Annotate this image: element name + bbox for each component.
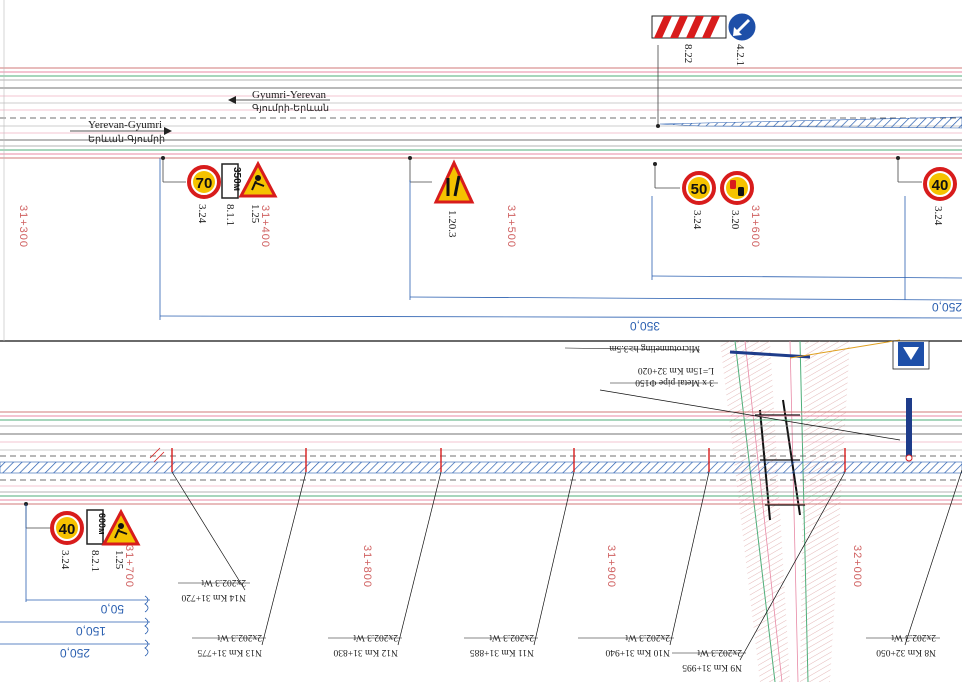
dir-upper-line2: Գյումրի-Երևան <box>252 103 329 114</box>
svg-text:2x202.3 Wt: 2x202.3 Wt <box>201 577 246 587</box>
station-31-700: 31+700 <box>123 545 135 588</box>
svg-text:N9 Km 31+995: N9 Km 31+995 <box>682 662 742 672</box>
svg-text:N11 Km 31+885: N11 Km 31+885 <box>470 647 534 657</box>
station-32-000: 32+000 <box>851 545 863 588</box>
bottom-road <box>0 398 962 505</box>
crossing-road <box>720 339 901 682</box>
dim-350: 350,0 <box>630 319 660 333</box>
barrier-chevron-sign <box>651 15 727 39</box>
code-3-24-c: 3.24 <box>932 206 944 226</box>
marker-n11: 2x202.3 Wt N11 Km 31+885 <box>464 632 538 657</box>
svg-text:2x202.3 Wt: 2x202.3 Wt <box>353 632 398 642</box>
dir-lower-line1: Yerevan-Gyumri <box>88 119 162 131</box>
keep-left-sign <box>727 12 757 42</box>
roadworks-warning-sign-bottom <box>101 508 141 546</box>
speed-limit-70-sign: 70 <box>187 165 221 199</box>
station-31-300: 31+300 <box>17 205 29 248</box>
marker-n13: 2x202.3 Wt N13 Km 31+775 <box>192 632 266 657</box>
road-narrows-sign <box>433 159 475 204</box>
station-31-800: 31+800 <box>361 545 373 588</box>
marker-n9: 2x202.3 Wt N9 Km 31+995 <box>672 647 746 672</box>
svg-text:40: 40 <box>932 177 949 194</box>
svg-text:N14 Km 31+720: N14 Km 31+720 <box>181 592 246 602</box>
roadworks-warning-sign-top <box>238 160 278 198</box>
code-8-22: 8.22 <box>682 44 694 63</box>
dir-upper-line1: Gyumri-Yerevan <box>252 89 327 101</box>
code-4-2-1: 4.2.1 <box>734 44 746 66</box>
dim-250-bottom: 250,0 <box>60 646 90 660</box>
top-panel: Gyumri-Yerevan Գյումրի-Երևան Yerevan-Gyu… <box>0 12 962 333</box>
no-overtaking-sign <box>720 171 754 205</box>
code-1-25-top: 1.25 <box>249 204 261 224</box>
dim-250-top: 250,0 <box>932 300 962 314</box>
svg-text:2x202.3 Wt: 2x202.3 Wt <box>891 632 936 642</box>
code-8-1-1: 8.1.1 <box>224 204 236 226</box>
dim-150: 150,0 <box>76 624 106 638</box>
distance-plate-350m: 350м <box>221 163 242 199</box>
code-3-24-a: 3.24 <box>196 204 208 224</box>
svg-text:2x202.3 Wt: 2x202.3 Wt <box>697 647 742 657</box>
station-31-500: 31+500 <box>505 205 517 248</box>
note-microtunnel: Microtunneling h≥3.5m <box>609 343 700 353</box>
dim-50: 50,0 <box>100 602 124 616</box>
svg-text:N8 Km 32+050: N8 Km 32+050 <box>876 647 936 657</box>
code-3-20: 3.20 <box>729 210 741 230</box>
code-8-2-1: 8.2.1 <box>89 550 101 572</box>
note-pipe-line2: L=15m Km 32+020 <box>638 365 714 375</box>
marker-n14: 2x202.3 Wt N14 Km 31+720 <box>178 577 250 602</box>
svg-text:50: 50 <box>691 181 708 198</box>
svg-text:2x202.3 Wt: 2x202.3 Wt <box>625 632 670 642</box>
station-31-400: 31+400 <box>259 205 271 248</box>
code-3-24-b: 3.24 <box>691 210 703 230</box>
speed-limit-50-sign: 50 <box>682 171 716 205</box>
dir-lower-line2: Երևան-Գյումրի <box>88 134 165 145</box>
speed-limit-40-sign-bottom: 40 <box>50 511 84 545</box>
marker-n8: 2x202.3 Wt N8 Km 32+050 <box>866 632 940 657</box>
bottom-panel: 31+700 31+800 31+900 32+000 40 3.24 600м… <box>0 339 962 682</box>
blue-info-sign <box>892 340 930 370</box>
note-pipe-line1: 3 x Metal pipe Φ150 <box>635 377 714 387</box>
code-1-20-3: 1.20.3 <box>446 210 458 238</box>
svg-text:N13 Km 31+775: N13 Km 31+775 <box>197 647 262 657</box>
svg-text:2x202.3 Wt: 2x202.3 Wt <box>489 632 534 642</box>
marker-n12: 2x202.3 Wt N12 Km 31+830 <box>328 632 402 657</box>
svg-text:N12 Km 31+830: N12 Km 31+830 <box>333 647 398 657</box>
svg-text:40: 40 <box>59 521 76 538</box>
station-31-600: 31+600 <box>749 205 761 248</box>
top-road <box>0 67 962 159</box>
svg-text:70: 70 <box>196 175 213 192</box>
distance-plate-600m: 600м <box>86 509 107 545</box>
svg-text:350м: 350м <box>231 167 242 191</box>
marker-n10: 2x202.3 Wt N10 Km 31+940 <box>578 632 674 657</box>
station-31-900: 31+900 <box>605 545 617 588</box>
code-1-25-bottom: 1.25 <box>113 550 125 570</box>
svg-text:N10 Km 31+940: N10 Km 31+940 <box>605 647 670 657</box>
svg-text:2x202.3 Wt: 2x202.3 Wt <box>217 632 262 642</box>
code-3-24-d: 3.24 <box>59 550 71 570</box>
speed-limit-40-sign-top: 40 <box>923 167 957 201</box>
svg-text:600м: 600м <box>97 513 107 535</box>
